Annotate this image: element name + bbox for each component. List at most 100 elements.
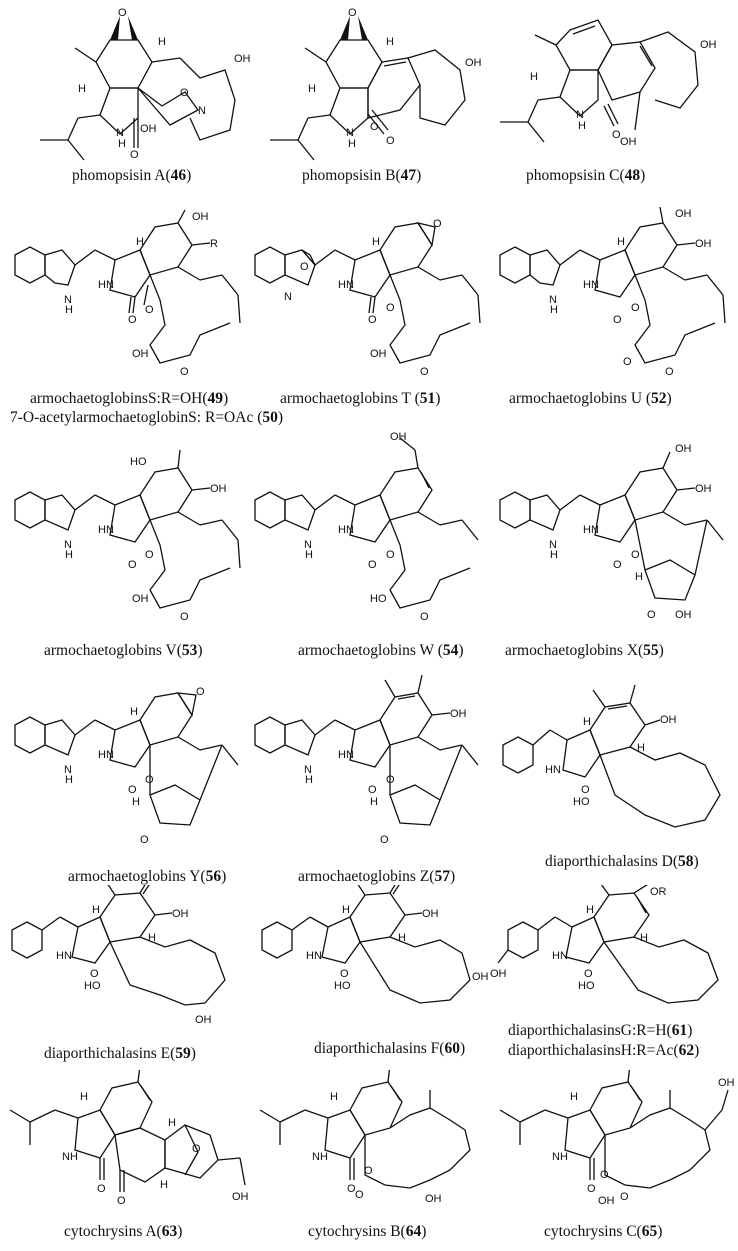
svg-text:HO: HO [130,456,147,468]
svg-text:O: O [140,834,149,846]
svg-text:O: O [433,218,442,230]
svg-text:H: H [130,706,138,718]
svg-text:HO: HO [370,593,387,605]
compound-number: 63 [161,1223,178,1240]
svg-text:O: O [180,611,189,623]
svg-text:OH: OH [210,483,227,495]
svg-text:O: O [118,7,127,19]
svg-text:H: H [342,904,350,916]
svg-text:NH: NH [552,1151,568,1163]
svg-text:HN: HN [583,524,599,536]
compound-caption-secondary: diaporthichalasinsH:R=Ac(62) [508,1042,700,1059]
svg-text:H: H [640,932,648,944]
svg-text:O: O [180,366,189,378]
svg-text:O: O [665,366,674,378]
svg-text:H: H [583,716,591,728]
svg-text:H: H [550,304,558,316]
svg-text:OH: OH [675,609,692,621]
compound-number: 56 [205,868,222,885]
svg-text:H: H [586,904,594,916]
compound-caption: cytochrysins C(65) [544,1223,663,1240]
compound-caption: diaporthichalasins D(58) [545,853,699,870]
svg-text:O: O [196,686,205,698]
svg-text:O: O [368,314,377,326]
svg-text:OH: OH [465,57,482,69]
compound-number: 46 [170,167,187,184]
svg-text:H: H [308,83,316,95]
svg-text:O: O [128,559,137,571]
svg-text:O: O [386,135,395,147]
svg-text:N: N [304,764,312,776]
svg-text:HN: HN [583,279,599,291]
svg-text:O: O [192,1143,201,1155]
compound-number: 50 [262,409,278,426]
svg-text:N: N [576,109,584,121]
compound-number: 64 [405,1223,422,1240]
svg-text:NH: NH [62,1151,78,1163]
svg-text:H: H [132,796,140,808]
svg-text:H: H [370,796,378,808]
svg-text:HN: HN [338,524,354,536]
svg-text:OH: OH [132,348,149,360]
svg-text:O: O [613,314,622,326]
svg-text:O: O [180,87,189,99]
svg-text:OH: OH [195,1014,212,1026]
svg-text:HO: HO [578,980,595,992]
svg-text:O: O [145,304,154,316]
svg-text:H: H [305,549,313,561]
svg-text:O: O [364,1165,373,1177]
svg-text:H: H [160,1179,168,1191]
svg-text:O: O [386,549,395,561]
svg-text:H: H [530,71,538,83]
svg-text:O: O [386,302,395,314]
svg-text:H: H [78,83,86,95]
svg-text:O: O [647,609,656,621]
compound-caption: phomopsisin C(48) [526,167,646,184]
svg-text:OH: OH [234,53,250,65]
svg-text:O: O [380,834,389,846]
svg-text:O: O [368,559,377,571]
svg-text:HN: HN [98,749,114,761]
compound-number: 60 [444,1040,460,1057]
svg-text:OH: OH [695,238,712,250]
svg-text:O: O [347,1183,356,1195]
svg-text:OH: OH [422,908,439,920]
compound-caption: diaporthichalasins F(60) [314,1040,466,1057]
svg-text:N: N [64,294,72,306]
svg-text:OH: OH [718,1077,735,1089]
svg-text:O: O [348,7,357,19]
svg-text:H: H [158,36,166,48]
svg-text:NH: NH [312,1151,328,1163]
svg-text:HO: HO [334,980,351,992]
svg-text:OH: OH [675,208,692,220]
svg-text:HN: HN [306,950,322,962]
svg-text:H: H [118,138,126,150]
svg-text:O: O [613,559,622,571]
svg-text:O: O [117,1195,126,1207]
svg-text:O: O [300,261,309,273]
compound-number: 61 [671,1022,688,1039]
svg-text:O: O [620,1191,629,1203]
svg-text:OH: OH [390,431,407,443]
svg-text:H: H [348,138,356,150]
svg-text:HN: HN [98,279,114,291]
svg-text:O: O [90,968,99,980]
svg-text:H: H [168,1117,176,1129]
